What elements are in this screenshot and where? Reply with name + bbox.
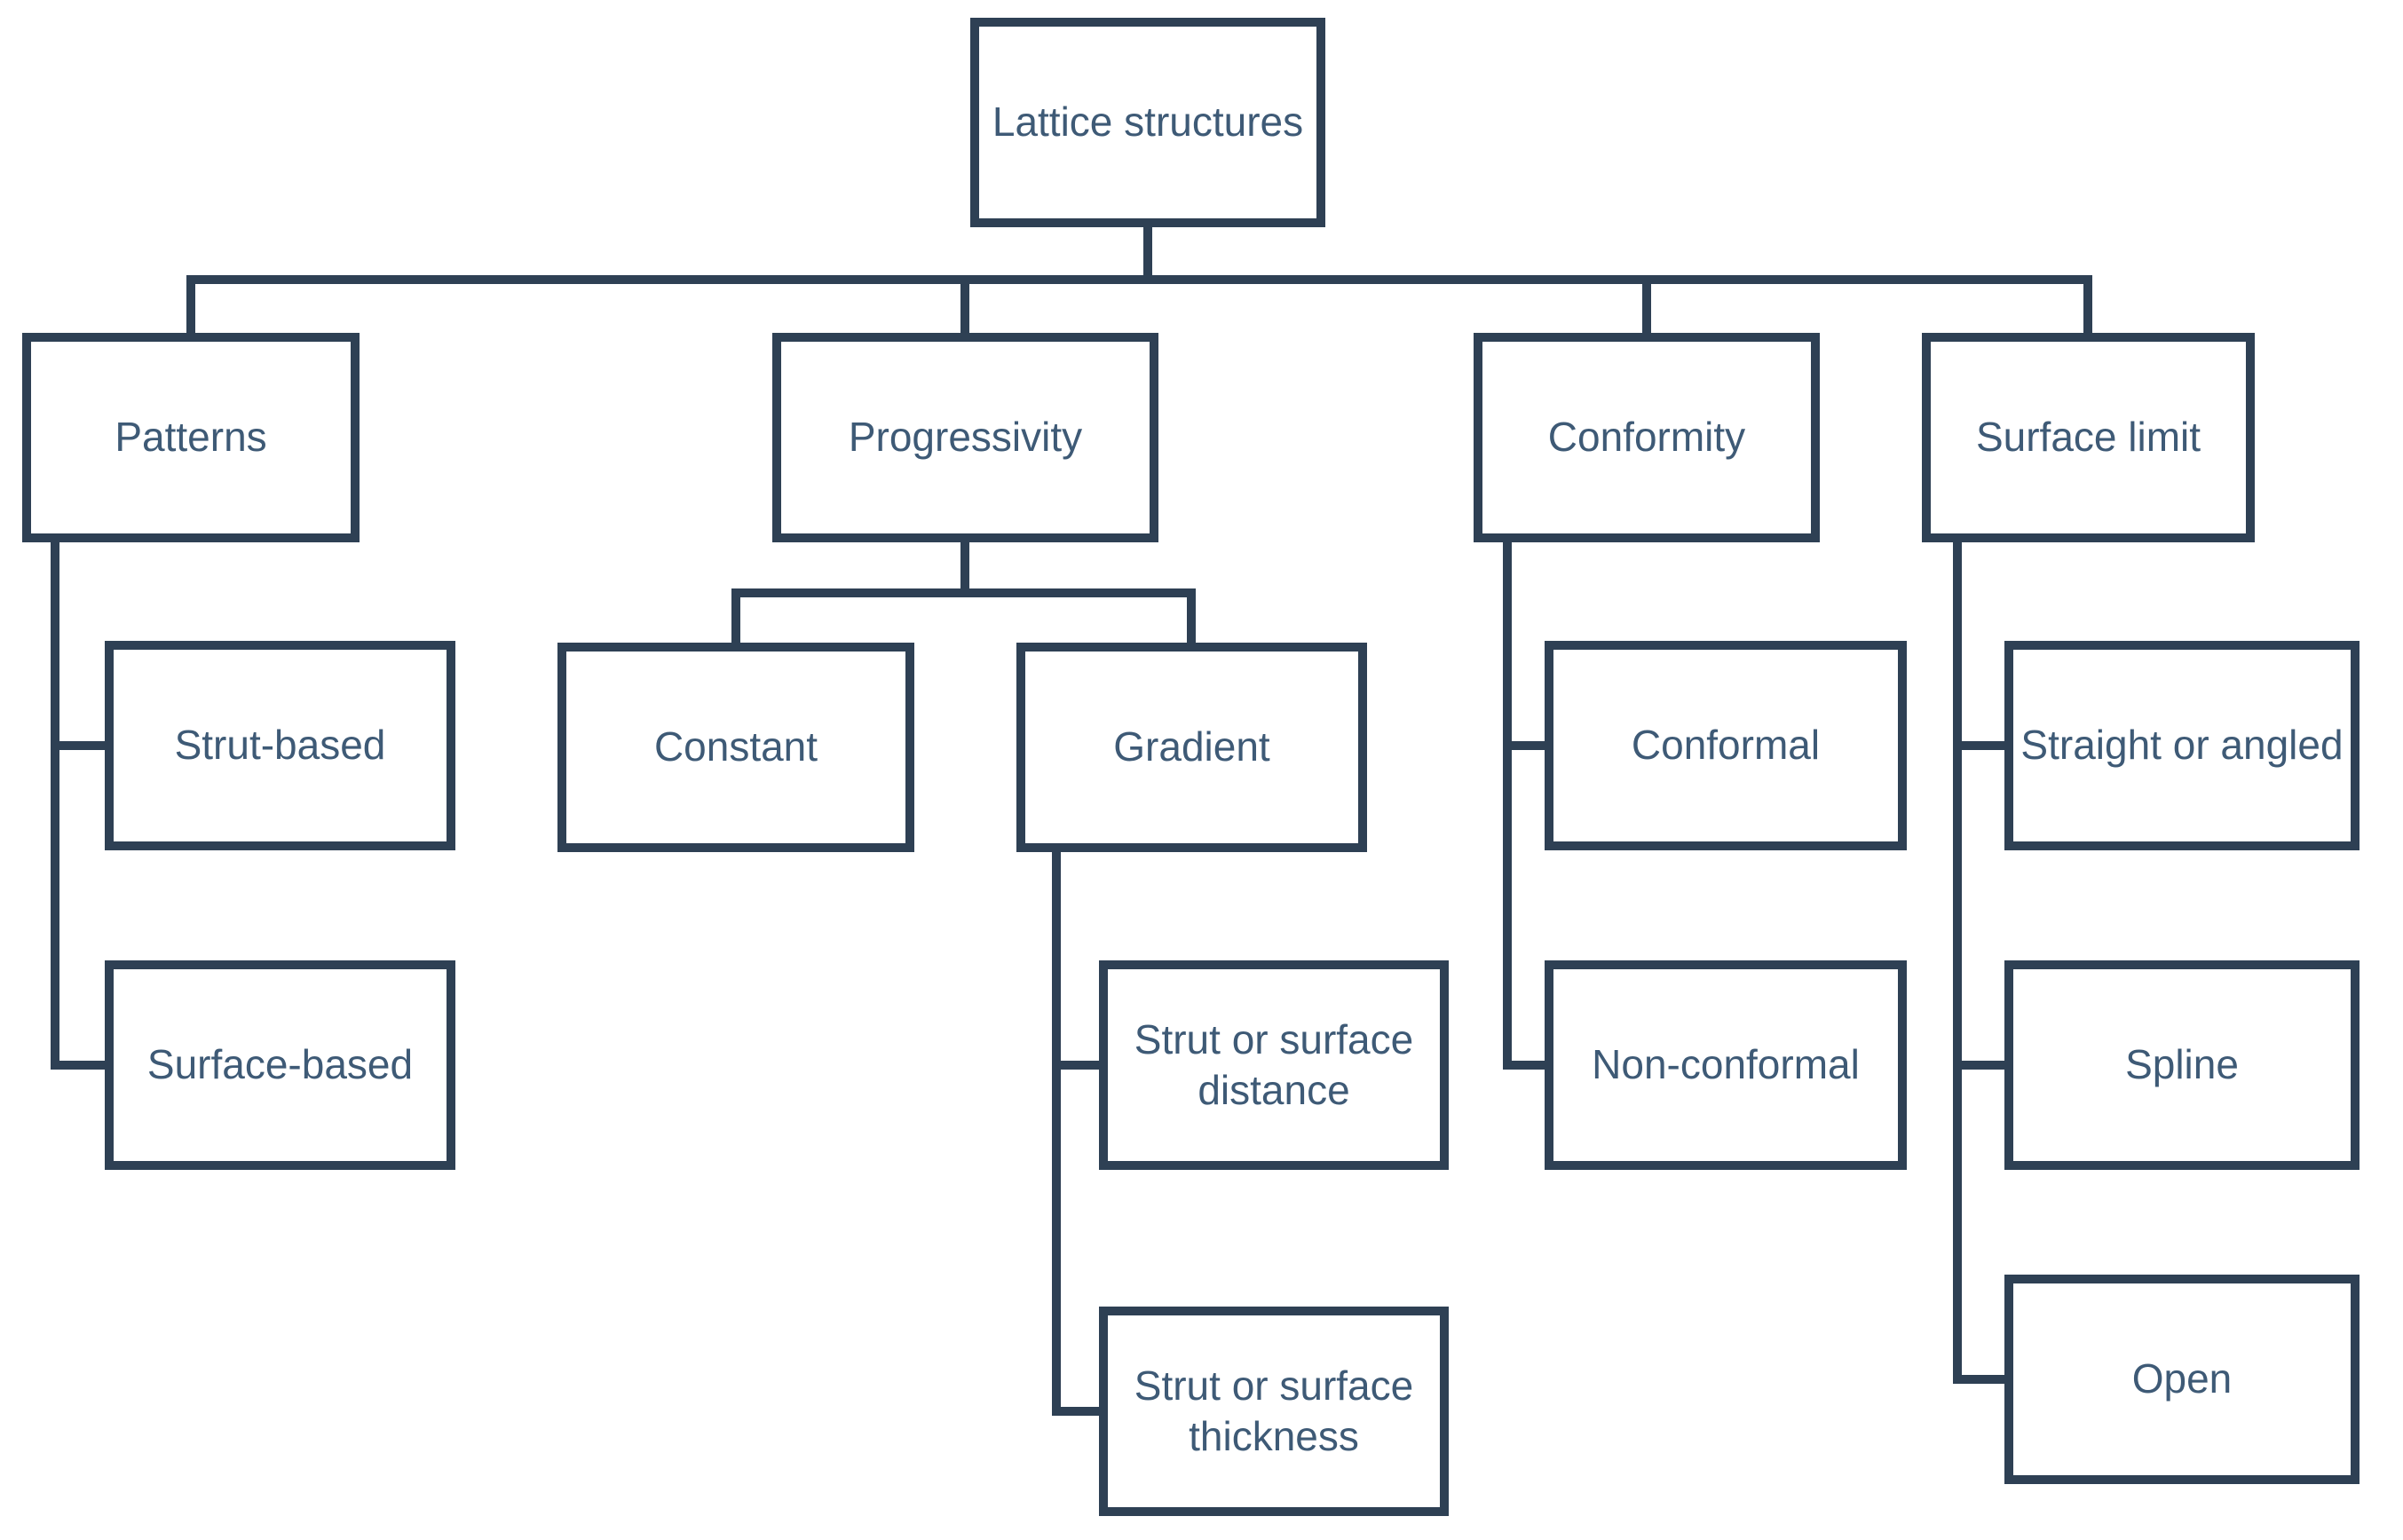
connector-stub-strut-distance (1052, 1061, 1103, 1070)
connector-progressivity-stub (960, 540, 969, 597)
node-straight-or-angled: Straight or angled (2004, 641, 2360, 850)
connector-patterns-trunk (51, 540, 59, 1070)
node-conformal: Conformal (1545, 641, 1907, 850)
node-strut-or-surface-thickness-label: Strut or surface thickness (1134, 1362, 1414, 1460)
connector-stub-straight-or-angled (1953, 741, 2009, 750)
connector-gradient-trunk (1052, 850, 1061, 1416)
node-constant: Constant (557, 643, 914, 852)
node-strut-based-label: Strut-based (174, 722, 386, 769)
node-progressivity: Progressivity (772, 333, 1158, 542)
connector-main-horizontal (186, 275, 2092, 284)
connector-root-stub (1143, 222, 1152, 280)
node-gradient: Gradient (1016, 643, 1367, 852)
node-surface-based: Surface-based (105, 960, 455, 1170)
node-lattice-structures: Lattice structures (970, 18, 1325, 227)
connector-drop-progressivity (960, 275, 969, 337)
node-spline: Spline (2004, 960, 2360, 1170)
node-progressivity-label: Progressivity (848, 414, 1083, 461)
node-patterns: Patterns (22, 333, 360, 542)
connector-drop-gradient (1187, 588, 1196, 643)
node-strut-or-surface-thickness: Strut or surface thickness (1099, 1307, 1449, 1516)
node-surface-limit: Surface limit (1922, 333, 2255, 542)
node-open: Open (2004, 1275, 2360, 1484)
connector-stub-strut-thickness (1052, 1407, 1103, 1416)
connector-stub-strut-based (51, 741, 108, 750)
node-surface-based-label: Surface-based (146, 1041, 414, 1088)
node-conformity: Conformity (1474, 333, 1820, 542)
node-strut-or-surface-distance-label: Strut or surface distance (1134, 1015, 1414, 1114)
node-strut-or-surface-distance: Strut or surface distance (1099, 960, 1449, 1170)
node-spline-label: Spline (2125, 1041, 2239, 1088)
connector-stub-non-conformal (1503, 1061, 1549, 1070)
node-straight-or-angled-label: Straight or angled (2020, 722, 2344, 769)
node-strut-based: Strut-based (105, 641, 455, 850)
node-surface-limit-label: Surface limit (1975, 414, 2201, 461)
node-lattice-structures-label: Lattice structures (992, 99, 1304, 146)
node-gradient-label: Gradient (1113, 723, 1270, 770)
connector-stub-conformal (1503, 741, 1549, 750)
connector-drop-conformity (1642, 275, 1651, 337)
node-open-label: Open (2131, 1355, 2233, 1402)
connector-surface-limit-trunk (1953, 540, 1962, 1384)
connector-drop-constant (731, 588, 740, 643)
node-non-conformal: Non-conformal (1545, 960, 1907, 1170)
connector-progressivity-horizontal (731, 588, 1196, 597)
node-patterns-label: Patterns (115, 414, 267, 461)
node-constant-label: Constant (653, 723, 818, 770)
node-conformal-label: Conformal (1631, 722, 1821, 769)
connector-stub-surface-based (51, 1061, 108, 1070)
connector-drop-patterns (186, 275, 195, 337)
connector-conformity-trunk (1503, 540, 1512, 1070)
node-conformity-label: Conformity (1547, 414, 1746, 461)
connector-drop-surface-limit (2083, 275, 2092, 337)
connector-stub-spline (1953, 1061, 2009, 1070)
connector-stub-open (1953, 1375, 2009, 1384)
node-non-conformal-label: Non-conformal (1592, 1041, 1860, 1088)
